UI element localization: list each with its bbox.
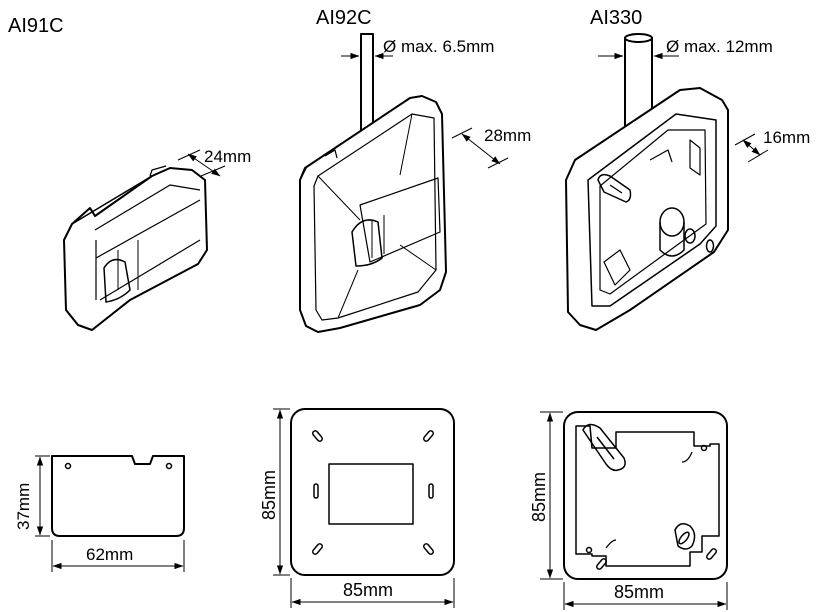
ai91c-width-label: 62mm (86, 545, 133, 564)
ai91c-height-dim (35, 455, 50, 537)
ai330-height-dim (540, 411, 563, 580)
ai92c-3d-view (299, 33, 447, 333)
ai91c-title: AI91C (8, 15, 64, 37)
ai330-3d-view (565, 33, 729, 331)
ai91c-front-view (51, 455, 185, 537)
ai330-front-view (563, 411, 728, 580)
ai330-width-label: 85mm (614, 582, 664, 602)
ai92c-depth-label: 28mm (484, 126, 531, 145)
ai92c-title: AI92C (316, 7, 372, 29)
ai91c-depth-label: 24mm (204, 147, 251, 166)
ai92c-cable-label: Ø max. 6.5mm (383, 37, 494, 56)
ai91c-depth-dim (177, 149, 226, 177)
ai91c-width-dim (51, 540, 185, 572)
ai91c-height-label: 37mm (14, 483, 33, 530)
ai91c-3d-view (63, 165, 208, 331)
ai330-height-label: 85mm (529, 472, 549, 522)
ai92c-front-view (290, 408, 455, 576)
ai92c-height-label: 85mm (259, 470, 279, 520)
ai330-width-dim (563, 582, 728, 610)
ai330-cable-label: Ø max. 12mm (666, 37, 773, 56)
ai92c-height-dim (273, 408, 290, 576)
ai92c-depth-dim (451, 127, 509, 169)
ai330-depth-label: 16mm (763, 128, 810, 147)
ai92c-width-dim (290, 578, 455, 608)
ai92c-width-label: 85mm (343, 580, 393, 600)
ai330-depth-dim (734, 133, 769, 163)
ai330-title: AI330 (590, 7, 642, 29)
